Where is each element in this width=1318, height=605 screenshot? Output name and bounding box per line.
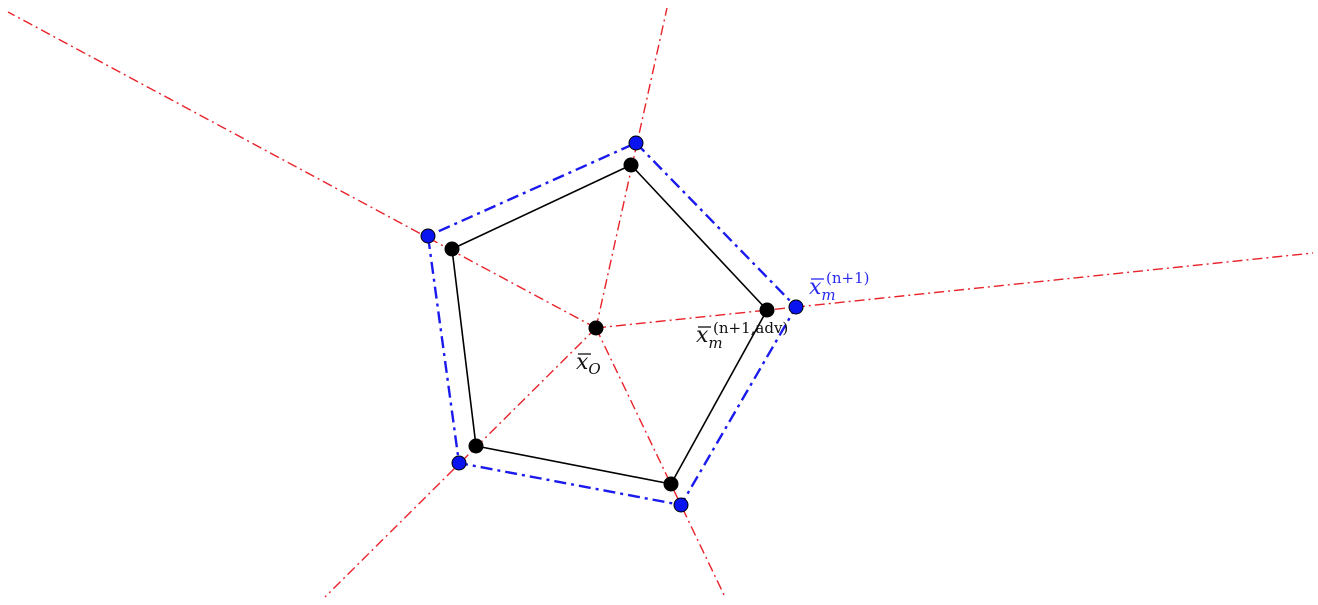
outer-vertex-top [628,135,644,151]
label-outer-point: xm (n+1) [809,269,869,304]
label-outer-base: x [809,275,822,300]
inner-vertex-right [759,302,775,318]
inner-vertex-upper-left [444,241,460,257]
svg-text:xm: xm [809,275,836,304]
label-inner-base: x [696,323,709,348]
ray-lines [7,7,1314,598]
label-center: xO [576,350,601,378]
label-center-sub: O [588,360,600,378]
inner-vertex-bottom [663,476,679,492]
inner-vertex-lower-left [468,438,484,454]
label-outer-sub: m [821,286,835,304]
label-center-base: x [576,350,589,375]
outer-pentagon [426,141,798,507]
ray-upper-left [7,11,597,329]
outer-vertex-lower-left [451,455,467,471]
label-inner-point: xm (n+1,adv) [696,319,788,352]
label-outer-sup: (n+1) [826,269,869,287]
outer-vertex-upper-left [420,228,436,244]
svg-text:xm: xm [696,323,723,352]
inner-pentagon [451,164,768,485]
center-point [588,320,604,336]
label-inner-sub: m [708,334,722,352]
ray-bottom [595,327,726,598]
ray-lower-left [324,327,597,598]
outer-vertex-right [788,299,804,315]
inner-vertices [444,157,775,492]
label-inner-sup: (n+1,adv) [713,319,788,337]
inner-vertex-top [623,157,639,173]
outer-vertices [420,135,804,513]
outer-vertex-bottom [673,497,689,513]
svg-text:xO: xO [576,350,601,378]
ray-right [595,252,1314,329]
